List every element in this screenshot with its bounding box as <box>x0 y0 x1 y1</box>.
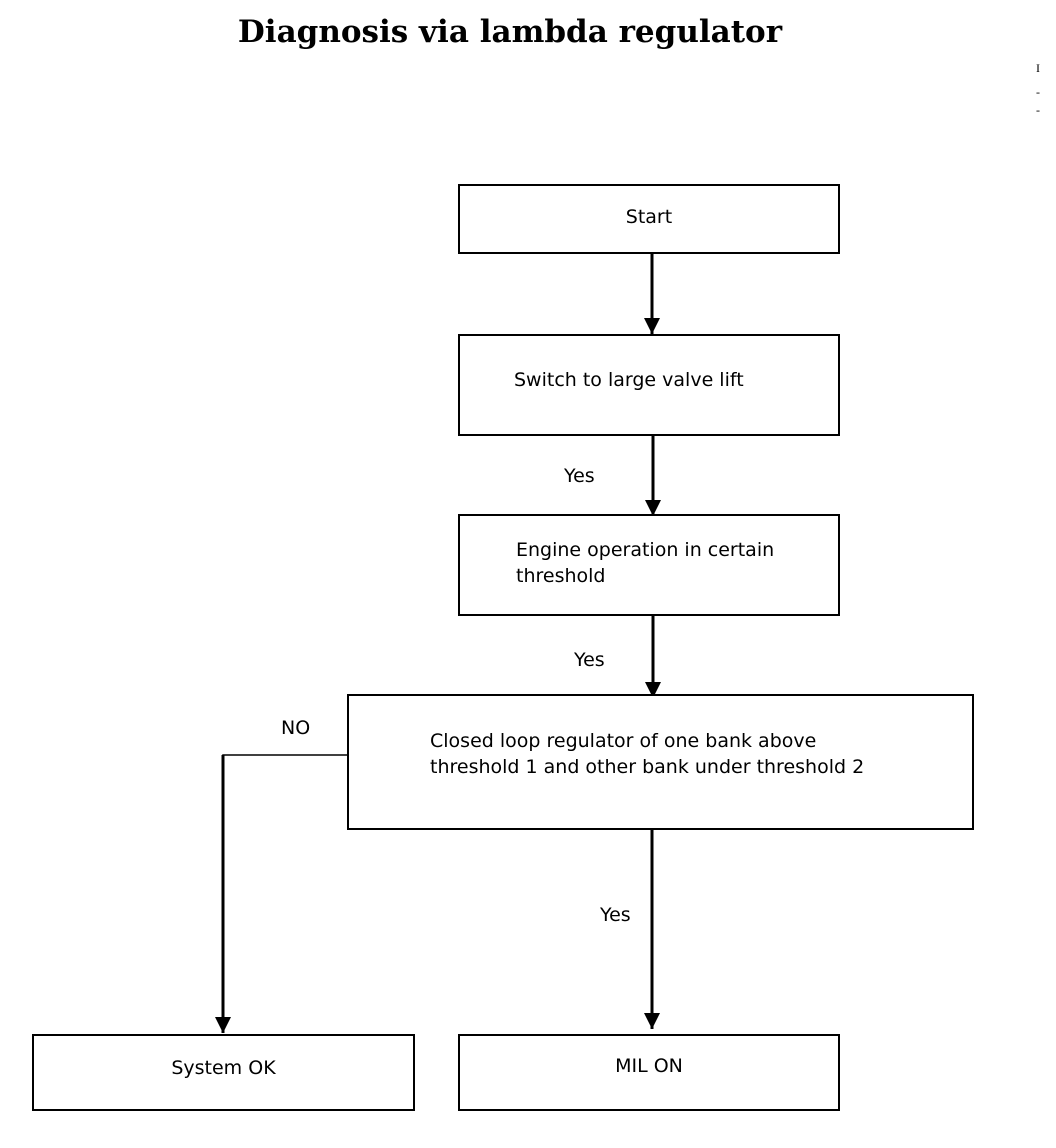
system-ok-box: System OK <box>32 1034 415 1111</box>
clipped-margin-glyph: I <box>1036 62 1040 74</box>
start-label: Start <box>625 206 673 228</box>
start-box: Start <box>458 184 840 254</box>
closed-loop-label-line2: threshold 1 and other bank under thresho… <box>430 756 865 778</box>
edge-label-no: NO <box>281 717 311 739</box>
closed-loop-label-line1: Closed loop regulator of one bank above <box>430 730 817 752</box>
switch-valve-lift-label: Switch to large valve lift <box>514 369 744 391</box>
edge-label-yes-3: Yes <box>600 904 631 926</box>
mil-on-box: MIL ON <box>458 1034 840 1111</box>
clipped-margin-glyph: - <box>1036 86 1040 98</box>
edge-label-yes-2: Yes <box>574 649 605 671</box>
engine-operation-box: Engine operation in certain threshold <box>458 514 840 616</box>
mil-on-label: MIL ON <box>615 1055 683 1077</box>
diagram-title: Diagnosis via lambda regulator <box>237 14 783 50</box>
engine-operation-label-line1: Engine operation in certain <box>516 539 775 561</box>
switch-valve-lift-box: Switch to large valve lift <box>458 334 840 436</box>
arrow-closed-loop-to-system-ok <box>222 754 348 1033</box>
clipped-margin-glyph: - <box>1036 104 1040 116</box>
closed-loop-regulator-box: Closed loop regulator of one bank above … <box>347 694 974 830</box>
engine-operation-label-line2: threshold <box>516 565 606 587</box>
system-ok-label: System OK <box>171 1057 276 1079</box>
edge-label-yes-1: Yes <box>564 465 595 487</box>
